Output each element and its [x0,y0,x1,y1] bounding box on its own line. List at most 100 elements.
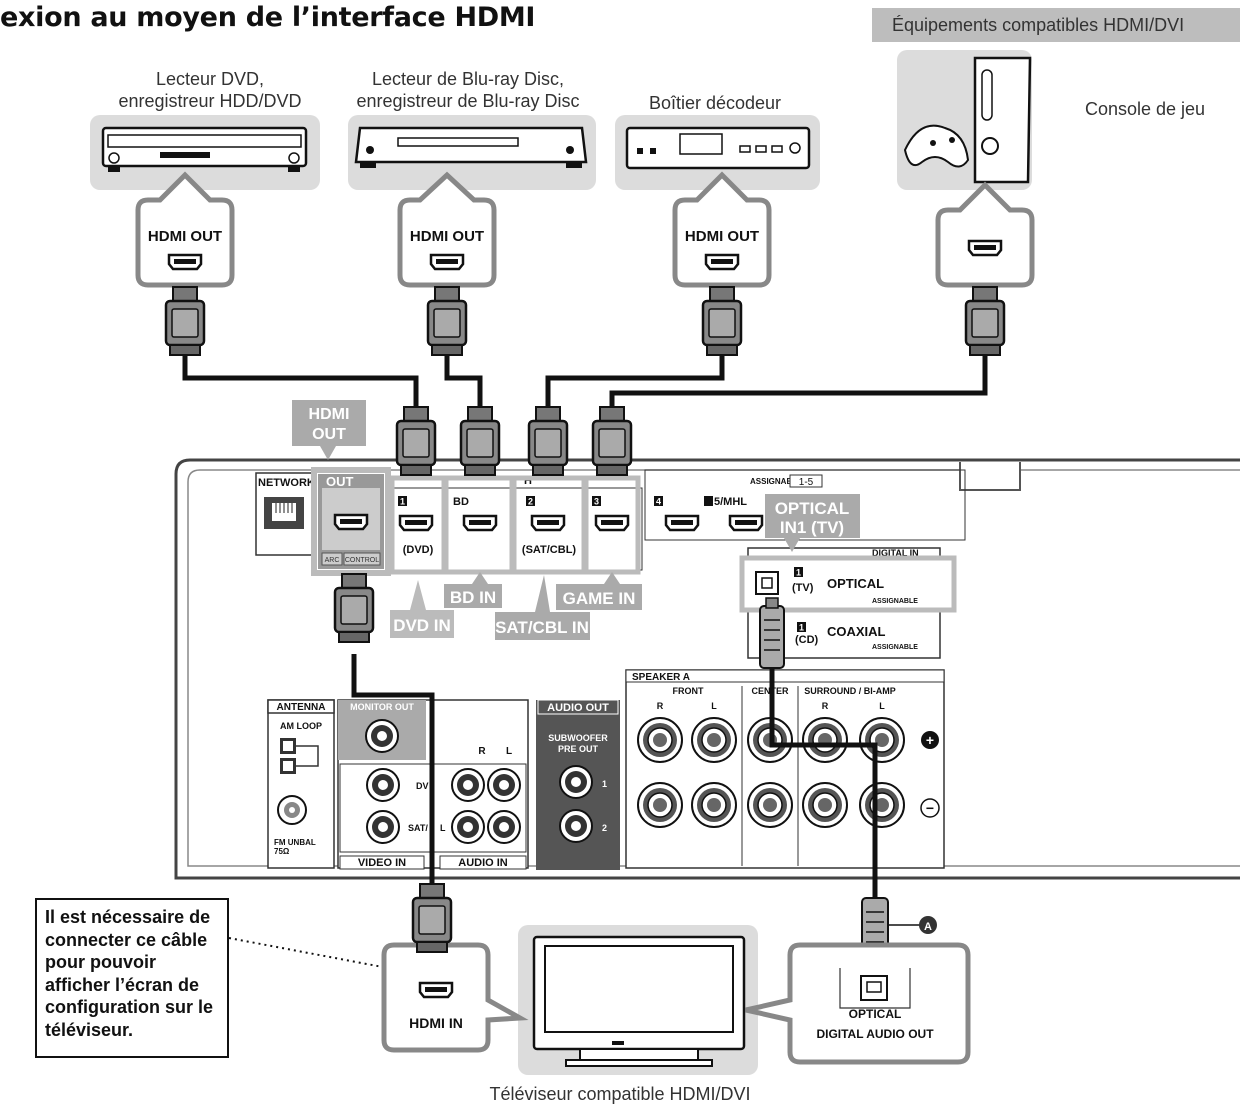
bluray-label-line1: Lecteur de Blu-ray Disc, [371,69,565,89]
tv-hdmi-cable [351,654,435,890]
bluray-hdmi-plug [426,285,468,357]
hdmi-bd-label: BD [453,496,469,508]
dvd-label: Lecteur DVD, enregistreur HDD/DVD [95,68,325,112]
receiver-hdmi-out: OUT ARC CONTROL [311,467,391,576]
pre-out-label: PRE OUT [558,744,599,754]
audio-l-label: L [506,746,512,757]
optical-number: 1 [796,568,801,578]
hdmi-in2-number: 2 [528,497,533,507]
monitor-out-label: MONITOR OUT [350,702,414,712]
minus-label: − [926,800,934,816]
hdmi-in3-number: 3 [594,497,599,507]
out-label: OUT [326,474,354,489]
assignable-label: ASSIGNABLE [750,477,803,486]
hdmi-in2-label: (SAT/CBL) [522,544,577,556]
antenna-section: ANTENNA AM LOOP FM UNBAL 75Ω [267,699,335,869]
satcbl-in-callout: SAT/CBL IN [495,618,589,637]
coaxial-label: COAXIAL [827,624,886,639]
tv-optical-label: OPTICAL [849,1007,902,1021]
fm-ohm-label: 75Ω [274,847,290,856]
hdmi-out-callout-line2: OUT [312,426,346,443]
hdmi-in4-number: 4 [656,497,661,507]
hdmi-header-label: H [524,475,532,487]
hdmi-inputs: H 1 (DVD) BD 2 (SAT/CBL) 3 ASSIGNABLE 1-… [389,469,966,575]
stb-hdmi-out-bubble: HDMI OUT [672,171,772,288]
plug-hdmi-bd [459,405,501,477]
surround-label: SURROUND / BI-AMP [804,686,896,696]
game-in-callout: GAME IN [563,589,636,608]
console-hdmi-plug [964,285,1006,357]
hdmi-in5-label: 5/MHL [714,496,747,508]
optical-callout-line1: OPTICAL [775,499,850,518]
hdmi-out-callout-line1: HDMI [309,406,350,423]
audio-out-section: AUDIO OUT SUBWOOFER PRE OUT 1 2 [536,699,620,870]
speaker-a-label: SPEAKER A [632,672,690,683]
hdmi-in1-label: (DVD) [403,544,434,556]
sub2-label: 2 [602,823,607,833]
bluray-label: Lecteur de Blu-ray Disc, enregistreur de… [328,68,608,112]
tv-label: Téléviseur compatible HDMI/DVI [489,1084,751,1104]
audio-r-label: R [478,746,486,757]
dvd-label-line1: Lecteur DVD, [155,69,265,89]
tv-hdmi-in-bubble: HDMI IN [381,942,529,1053]
bluray-hdmi-out-bubble: HDMI OUT [397,171,497,288]
console-label: Console de jeu [1084,99,1206,119]
compatible-devices-header: Équipements compatibles HDMI/DVI [872,8,1240,42]
bluray-port-label: HDMI OUT [410,228,484,245]
front-r-label: R [657,701,664,711]
console-hdmi-bubble [935,181,1035,288]
stb-hdmi-plug [701,285,743,357]
fm-unbal-label: FM UNBAL [274,838,316,847]
configuration-note: Il est nécessaire de connecter ce câble … [35,898,229,1058]
am-loop-label: AM LOOP [280,721,322,731]
bluray-label-line2: enregistreur de Blu-ray Disc [356,91,580,111]
optical-tv-label: (TV) [792,582,814,594]
plug-hdmi-in2 [527,405,569,477]
video-in-label: VIDEO IN [358,857,406,869]
dvd-in-callout: DVD IN [393,616,451,635]
dvd-row-label: DV [416,781,429,791]
coaxial-number: 1 [799,623,804,633]
arc-label: ARC [325,557,340,564]
surround-l-label: L [879,701,885,711]
speaker-a-section: SPEAKER A FRONT CENTER SURROUND / BI-AMP… [625,669,945,869]
tv-hdmi-in-label: HDMI IN [409,1015,463,1031]
digital-in-label: DIGITAL IN [872,548,919,558]
plus-label: + [926,732,934,748]
television [518,925,758,1075]
surround-r-label: R [822,701,829,711]
hdmi-in1-number: 1 [400,497,405,507]
marker-a: A [924,921,932,933]
source-cables [182,355,988,408]
dvd-hdmi-plug [164,285,206,357]
audio-out-label: AUDIO OUT [547,702,609,714]
front-l-label: L [711,701,717,711]
tv-optical-bubble: OPTICAL DIGITAL AUDIO OUT [745,942,971,1065]
optical-assignable: ASSIGNABLE [872,598,918,605]
sat-row-label-a: SAT/ [408,823,428,833]
set-top-box [615,115,820,190]
tv-digital-audio-out-label: DIGITAL AUDIO OUT [816,1027,934,1041]
digital-in-section: DIGITAL IN 1 (TV) OPTICAL ASSIGNABLE 1 (… [739,547,957,659]
bd-in-callout: BD IN [450,588,496,607]
sat-row-label-b: L [440,823,446,833]
front-label: FRONT [673,686,704,696]
audio-in-label: AUDIO IN [458,857,508,869]
control-label: CONTROL [345,557,379,564]
network-label: NETWORK [258,477,315,489]
note-pointer [228,937,389,969]
subwoofer-label: SUBWOOFER [548,733,608,743]
antenna-label: ANTENNA [277,702,326,713]
dvd-hdmi-out-bubble: HDMI OUT [135,171,235,288]
optical-in-callout: OPTICAL IN1 (TV) [765,494,860,552]
assignable-range: 1-5 [799,477,814,488]
plug-tv-hdmi [411,882,453,954]
page-title: exion au moyen de l’interface HDMI [0,2,536,33]
sub1-label: 1 [602,779,607,789]
hdmi-out-callout: HDMI OUT [292,400,366,460]
optical-callout-line2: IN1 (TV) [780,518,844,537]
stb-label: Boîtier décodeur [648,93,782,113]
coaxial-cd-label: (CD) [795,634,819,646]
game-console [897,50,1032,190]
